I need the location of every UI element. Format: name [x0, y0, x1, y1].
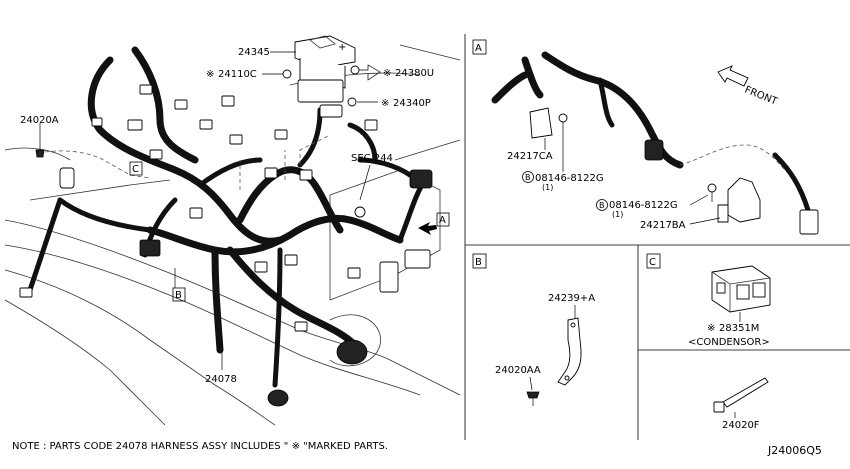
svg-text:B: B — [599, 201, 605, 210]
label-condensor: <CONDENSOR> — [688, 337, 770, 348]
label-24078: 24078 — [205, 374, 237, 385]
leader-lines-main — [39, 51, 381, 370]
guide-lines — [44, 134, 331, 190]
callout-arrow-a — [418, 222, 437, 235]
svg-text:C: C — [649, 257, 656, 268]
label-24380u: 24380U — [395, 68, 434, 79]
cable-tie-part — [713, 377, 769, 413]
label-24020f: 24020F — [722, 420, 760, 431]
asterisk-icon: ※ — [381, 98, 389, 109]
bolt-circle-icon: B — [596, 199, 608, 211]
panel-frames — [464, 34, 850, 440]
qty-bolt-a2: (1) — [612, 210, 623, 219]
label-bolt-a2: 08146-8122G — [609, 200, 678, 211]
asterisk-icon: ※ — [383, 68, 391, 79]
svg-text:B: B — [475, 257, 482, 268]
panel-a-tag: A — [472, 39, 487, 55]
svg-text:B: B — [175, 290, 182, 301]
callout-box-c: C — [129, 161, 143, 176]
panel-b-tag: B — [472, 253, 487, 269]
label-24217ba: 24217BA — [640, 220, 686, 231]
front-arrow-icon — [717, 65, 749, 87]
panel-a-harness — [491, 51, 819, 235]
qty-bolt-a1: (1) — [542, 183, 553, 192]
asterisk-icon: ※ — [707, 323, 715, 334]
label-24020a: 24020A — [20, 115, 59, 126]
label-24020aa: 24020AA — [495, 365, 541, 376]
fusible-link-box: + — [282, 35, 360, 118]
diagram-code: J24006Q5 — [767, 444, 822, 457]
label-24110c: 24110C — [218, 69, 257, 80]
panel-a-bolt — [707, 183, 717, 202]
label-24217ca: 24217CA — [507, 151, 553, 162]
label-bolt-a1: 08146-8122G — [535, 173, 604, 184]
clip-24020a — [35, 149, 45, 158]
svg-text:C: C — [132, 164, 139, 175]
label-24340p: 24340P — [393, 98, 431, 109]
callout-box-a: A — [436, 212, 450, 227]
panel-a-bracket-ca — [529, 107, 568, 139]
label-24239a: 24239+A — [548, 293, 595, 304]
svg-text:B: B — [525, 173, 531, 182]
harness-note: NOTE : PARTS CODE 24078 HARNESS ASSY INC… — [12, 441, 388, 452]
label-24345: 24345 — [238, 47, 270, 58]
main-harness — [27, 46, 428, 388]
svg-text:+: + — [338, 42, 346, 53]
svg-text:A: A — [439, 215, 446, 226]
callout-box-b: B — [172, 287, 186, 302]
panel-b-bracket — [526, 317, 582, 406]
panel-c-tag: C — [646, 253, 661, 269]
harness-connectors — [19, 84, 433, 407]
label-28351m: 28351M — [719, 323, 759, 334]
condensor-part — [711, 265, 771, 313]
bolt-circle-icon: B — [522, 171, 534, 183]
svg-text:A: A — [475, 43, 482, 54]
front-label: FRONT — [743, 85, 780, 108]
label-sec244: SEC.244 — [351, 153, 393, 164]
asterisk-icon: ※ — [206, 69, 214, 80]
